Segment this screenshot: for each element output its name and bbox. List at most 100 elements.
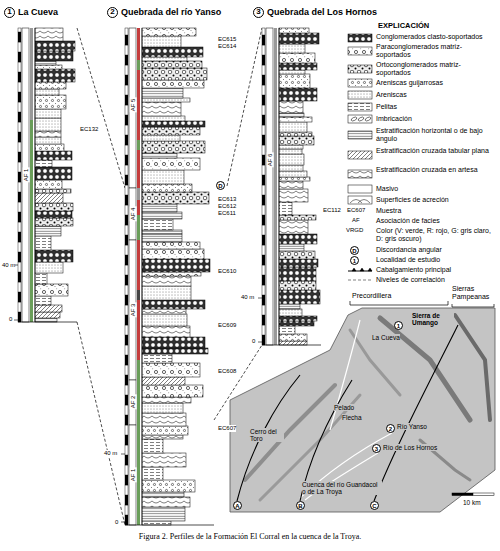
locality-heading: 3Quebrada del Los Hornos (253, 7, 377, 18)
column-base (125, 525, 214, 526)
scale-strip (125, 195, 128, 205)
lithology-bed (279, 189, 308, 202)
scale-strip (125, 45, 128, 55)
scale-strip (18, 62, 21, 72)
scale-tick (121, 522, 125, 523)
locality-number: 3 (253, 7, 264, 18)
circle-marker: A (233, 501, 242, 510)
lithology-bed (142, 467, 163, 480)
lithology-bed (142, 354, 172, 363)
scale-tick (258, 342, 262, 343)
scale-strip (125, 35, 128, 45)
lithology-bed (279, 132, 312, 136)
lithology-bed (35, 51, 73, 61)
color-strip (137, 28, 140, 60)
text-label: 0 (115, 519, 118, 526)
scale-strip (18, 312, 21, 322)
scale-strip (262, 155, 265, 165)
facies-label: AF 6 (266, 153, 273, 168)
scale-strip (18, 302, 21, 312)
scale-strip (125, 28, 128, 35)
scale-strip (18, 32, 21, 42)
scale-strip (125, 235, 128, 245)
lithology-bed (35, 262, 63, 273)
text-label: EC609 (218, 322, 236, 329)
scale-strip (262, 225, 265, 235)
text-label: EC612 (218, 203, 236, 210)
lithology-bed (279, 136, 314, 145)
lithology-bed (142, 314, 187, 326)
scale-strip (125, 145, 128, 155)
lithology-bed (35, 218, 73, 226)
lithology-bed (279, 234, 317, 244)
color-strip (137, 360, 140, 525)
lithology-bed (142, 47, 203, 57)
lithology-bed (142, 170, 184, 184)
lithology-bed (142, 88, 183, 98)
scale-strip (18, 162, 21, 172)
lithology-bed (142, 397, 191, 403)
lithology-bed (142, 426, 188, 435)
lithology-bed (35, 284, 68, 296)
lithology-bed (142, 184, 192, 192)
lithology-bed (279, 33, 319, 44)
lithology-bed (35, 137, 61, 144)
legend-text: Estratificación horizontal o de bajo áng… (376, 127, 494, 142)
text-label: 0 (9, 316, 12, 323)
scale-strip (262, 185, 265, 195)
color-strip (137, 200, 140, 215)
text-label: Precordillera (352, 292, 391, 300)
text-label: Sierras Pampeanas (452, 285, 496, 300)
lithology-bed (35, 160, 52, 167)
scale-strip (125, 295, 128, 305)
circle-letter: 1 (353, 258, 356, 264)
lithology-bed (142, 158, 200, 170)
lithology-bed (35, 61, 56, 65)
scale-strip (262, 85, 265, 95)
lithology-bed (279, 316, 317, 321)
lithology-bed (142, 242, 200, 249)
legend-text: Discordancia angular (376, 246, 494, 254)
lithology-bed (35, 118, 61, 131)
text-label: EC607 (218, 425, 236, 432)
column-base (262, 345, 321, 346)
scale-tick (121, 454, 125, 455)
lithology-bed (142, 28, 196, 36)
lithology-bed (142, 272, 201, 276)
legend-text: Asociación de facies (376, 217, 494, 225)
column-axis (279, 28, 280, 345)
circle-marker: D (350, 246, 359, 255)
lithology-bed (35, 28, 63, 41)
scale-strip (125, 205, 128, 215)
scale-strip (125, 105, 128, 115)
column-axis (35, 28, 36, 322)
lithology-bed (35, 89, 59, 95)
lithology-bed (279, 101, 303, 113)
color-strip (137, 300, 140, 360)
scale-strip (262, 275, 265, 285)
facies-label: AF 4 (129, 207, 136, 222)
lithology-bed (35, 273, 47, 284)
text-label: 40 m (2, 262, 15, 269)
scale-strip (125, 345, 128, 355)
scale-strip (125, 135, 128, 145)
scale-strip (18, 252, 21, 262)
scale-strip (125, 355, 128, 365)
lithology-bed (142, 497, 190, 507)
map-label: La Cueva (372, 334, 400, 341)
scale-strip (125, 245, 128, 255)
scale-strip (125, 455, 128, 465)
lithology-bed (142, 61, 202, 68)
scale-strip (125, 315, 128, 325)
lithology-bed (142, 300, 205, 309)
legend-text: Color (V: verde, R: rojo, G: gris claro,… (376, 227, 494, 242)
column-base (18, 322, 77, 323)
color-strip (137, 290, 140, 300)
scale-strip (125, 395, 128, 405)
locality-number: 1 (4, 7, 15, 18)
lithology-bed (279, 74, 310, 88)
scale-strip (262, 335, 265, 345)
lithology-bed (142, 57, 187, 61)
legend-text: Paraconglomerados matriz-soportados (376, 43, 494, 58)
scale-strip (18, 222, 21, 232)
